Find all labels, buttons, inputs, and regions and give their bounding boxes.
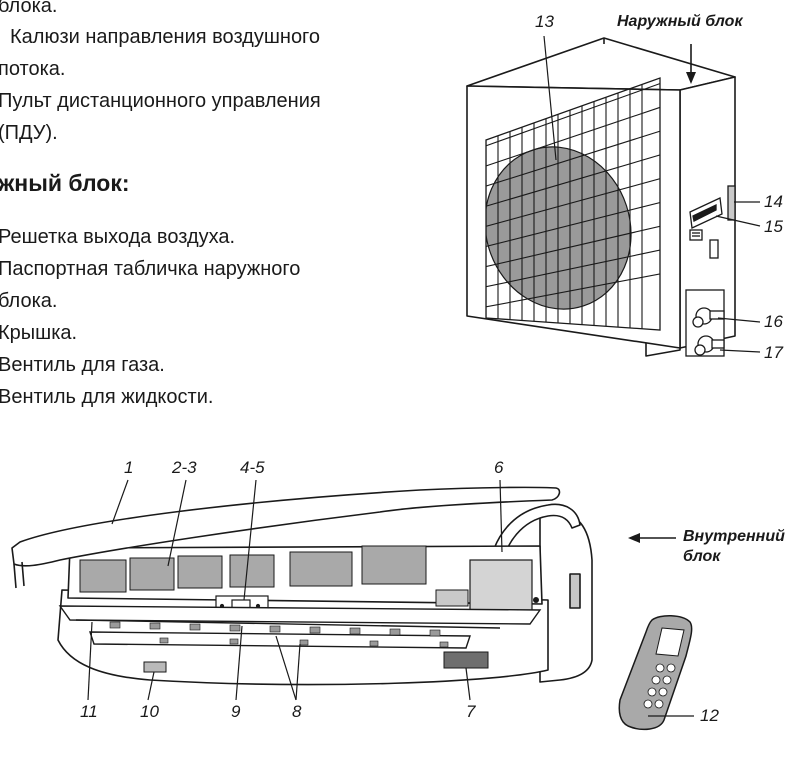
indoor-pointer-arrow bbox=[628, 533, 676, 543]
legend-line: Калюзи направления воздушного bbox=[10, 26, 321, 48]
indoor-unit-label-line2: блок bbox=[683, 548, 721, 565]
legend-line: блока. bbox=[0, 290, 58, 312]
callout-10: 10 bbox=[140, 702, 159, 721]
legend-line: Вентиль для жидкости. bbox=[0, 386, 214, 408]
outdoor-top-face bbox=[466, 37, 736, 91]
legend-line: Крышка. bbox=[0, 322, 78, 344]
front-panel-lid bbox=[11, 486, 561, 567]
callout-9: 9 bbox=[231, 702, 241, 721]
label-sticker bbox=[689, 229, 703, 241]
callout-14: 14 bbox=[764, 192, 783, 211]
outdoor-side-details bbox=[685, 185, 736, 357]
callout-2-3: 2-3 bbox=[172, 458, 197, 477]
louver-blades bbox=[109, 621, 449, 648]
callout-15: 15 bbox=[764, 217, 783, 236]
legend-line: блока. bbox=[0, 0, 58, 17]
legend-line: Вентиль для газа. bbox=[0, 354, 165, 376]
legend-line: Пульт дистанционного управления bbox=[0, 90, 321, 112]
callout-7: 7 bbox=[466, 702, 476, 721]
callout-4-5: 4-5 bbox=[240, 458, 265, 477]
nameplate-strip bbox=[727, 185, 736, 221]
callout-12: 12 bbox=[700, 706, 719, 725]
indoor-leader-lines bbox=[87, 479, 694, 717]
callout-13: 13 bbox=[535, 12, 554, 31]
liquid-valve-icon bbox=[694, 335, 725, 356]
legend-line: Паспортная табличка наружного bbox=[0, 258, 301, 280]
callout-8: 8 bbox=[292, 702, 302, 721]
outdoor-leader-lines bbox=[543, 35, 761, 353]
remote-control-drawing bbox=[618, 615, 693, 731]
callout-17: 17 bbox=[764, 343, 783, 362]
outdoor-grille bbox=[485, 77, 661, 331]
outdoor-pointer-arrow bbox=[686, 44, 696, 84]
side-slot bbox=[709, 239, 719, 259]
gas-valve-icon bbox=[692, 307, 725, 328]
callout-6: 6 bbox=[494, 458, 504, 477]
air-outlet-dark bbox=[443, 651, 489, 669]
right-end-slot bbox=[569, 573, 581, 609]
ionizer-window bbox=[143, 661, 167, 673]
indoor-unit-label-line1: Внутренний bbox=[683, 528, 785, 545]
callout-16: 16 bbox=[764, 312, 783, 331]
outdoor-section-heading: жный блок: bbox=[0, 170, 130, 196]
air-filters bbox=[79, 545, 427, 593]
callout-11: 11 bbox=[80, 702, 98, 721]
legend-line: (ПДУ). bbox=[0, 122, 58, 144]
callout-1: 1 bbox=[124, 458, 134, 477]
outdoor-unit-label: Наружный блок bbox=[617, 13, 743, 30]
legend-line: Решетка выхода воздуха. bbox=[0, 226, 236, 248]
legend-line: потока. bbox=[0, 58, 66, 80]
